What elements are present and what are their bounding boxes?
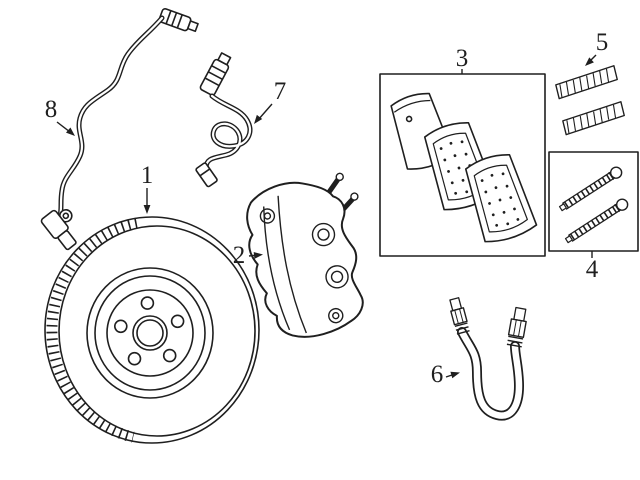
- pad-wear-sensor: [195, 52, 253, 188]
- guide-pin-1: [558, 166, 623, 212]
- callout-label-8: 8: [45, 96, 58, 123]
- leader-arrowhead-1: [143, 205, 151, 214]
- callout-clips: 5: [585, 29, 609, 66]
- callout-wear-sensor: 7: [254, 78, 287, 124]
- rotor-center-bore: [132, 315, 168, 351]
- callout-abs-sensor: 8: [45, 96, 75, 136]
- brake-hose: [449, 297, 527, 421]
- guide-pins-box: [548, 151, 639, 252]
- hose-fitting-right: [506, 306, 527, 350]
- callout-guide-pins: 4: [586, 251, 599, 283]
- callout-label-5: 5: [596, 29, 609, 56]
- rotor-lug-holes: [114, 296, 185, 366]
- callout-label-6: 6: [431, 361, 444, 388]
- callout-hose: 6: [431, 361, 460, 388]
- retaining-clip-2: [562, 101, 625, 136]
- hose-fitting-left: [449, 297, 470, 336]
- callout-label-2: 2: [233, 242, 246, 269]
- callout-pad-set: 3: [456, 45, 469, 74]
- callout-label-3: 3: [456, 45, 469, 72]
- leader-arrowhead-7: [254, 114, 263, 124]
- callout-label-1: 1: [141, 162, 154, 189]
- brake-pad-2: [464, 154, 538, 243]
- caliper-body: [246, 181, 364, 338]
- rotor-rim-hatching: [46, 217, 138, 443]
- leader-line-7: [257, 103, 273, 121]
- callout-rotor: 1: [141, 162, 154, 214]
- leader-arrowhead-2: [253, 252, 263, 259]
- callout-caliper: 2: [233, 242, 263, 269]
- leader-arrowhead-6: [450, 371, 460, 379]
- abs-sensor-connector: [158, 7, 199, 33]
- wear-sensor-cable: [203, 93, 253, 171]
- leader-arrowhead-8: [65, 127, 75, 136]
- brake-pad-set-box: [379, 73, 546, 257]
- callout-label-7: 7: [274, 78, 287, 105]
- abs-sensor-cable: [57, 15, 165, 219]
- wear-sensor-connector: [199, 52, 232, 96]
- leader-line-8: [56, 121, 71, 133]
- callout-label-4: 4: [586, 256, 599, 283]
- brake-rotor: [44, 216, 260, 444]
- pad-retaining-clips: [555, 65, 625, 136]
- brake-caliper: [246, 172, 364, 338]
- abs-wheel-speed-sensor: [40, 7, 199, 251]
- guide-pin-2: [564, 198, 629, 244]
- wear-sensor-tip: [195, 162, 218, 188]
- leader-arrowhead-5: [585, 57, 594, 66]
- retaining-clip-1: [555, 65, 618, 100]
- abs-sensor-head: [40, 209, 77, 251]
